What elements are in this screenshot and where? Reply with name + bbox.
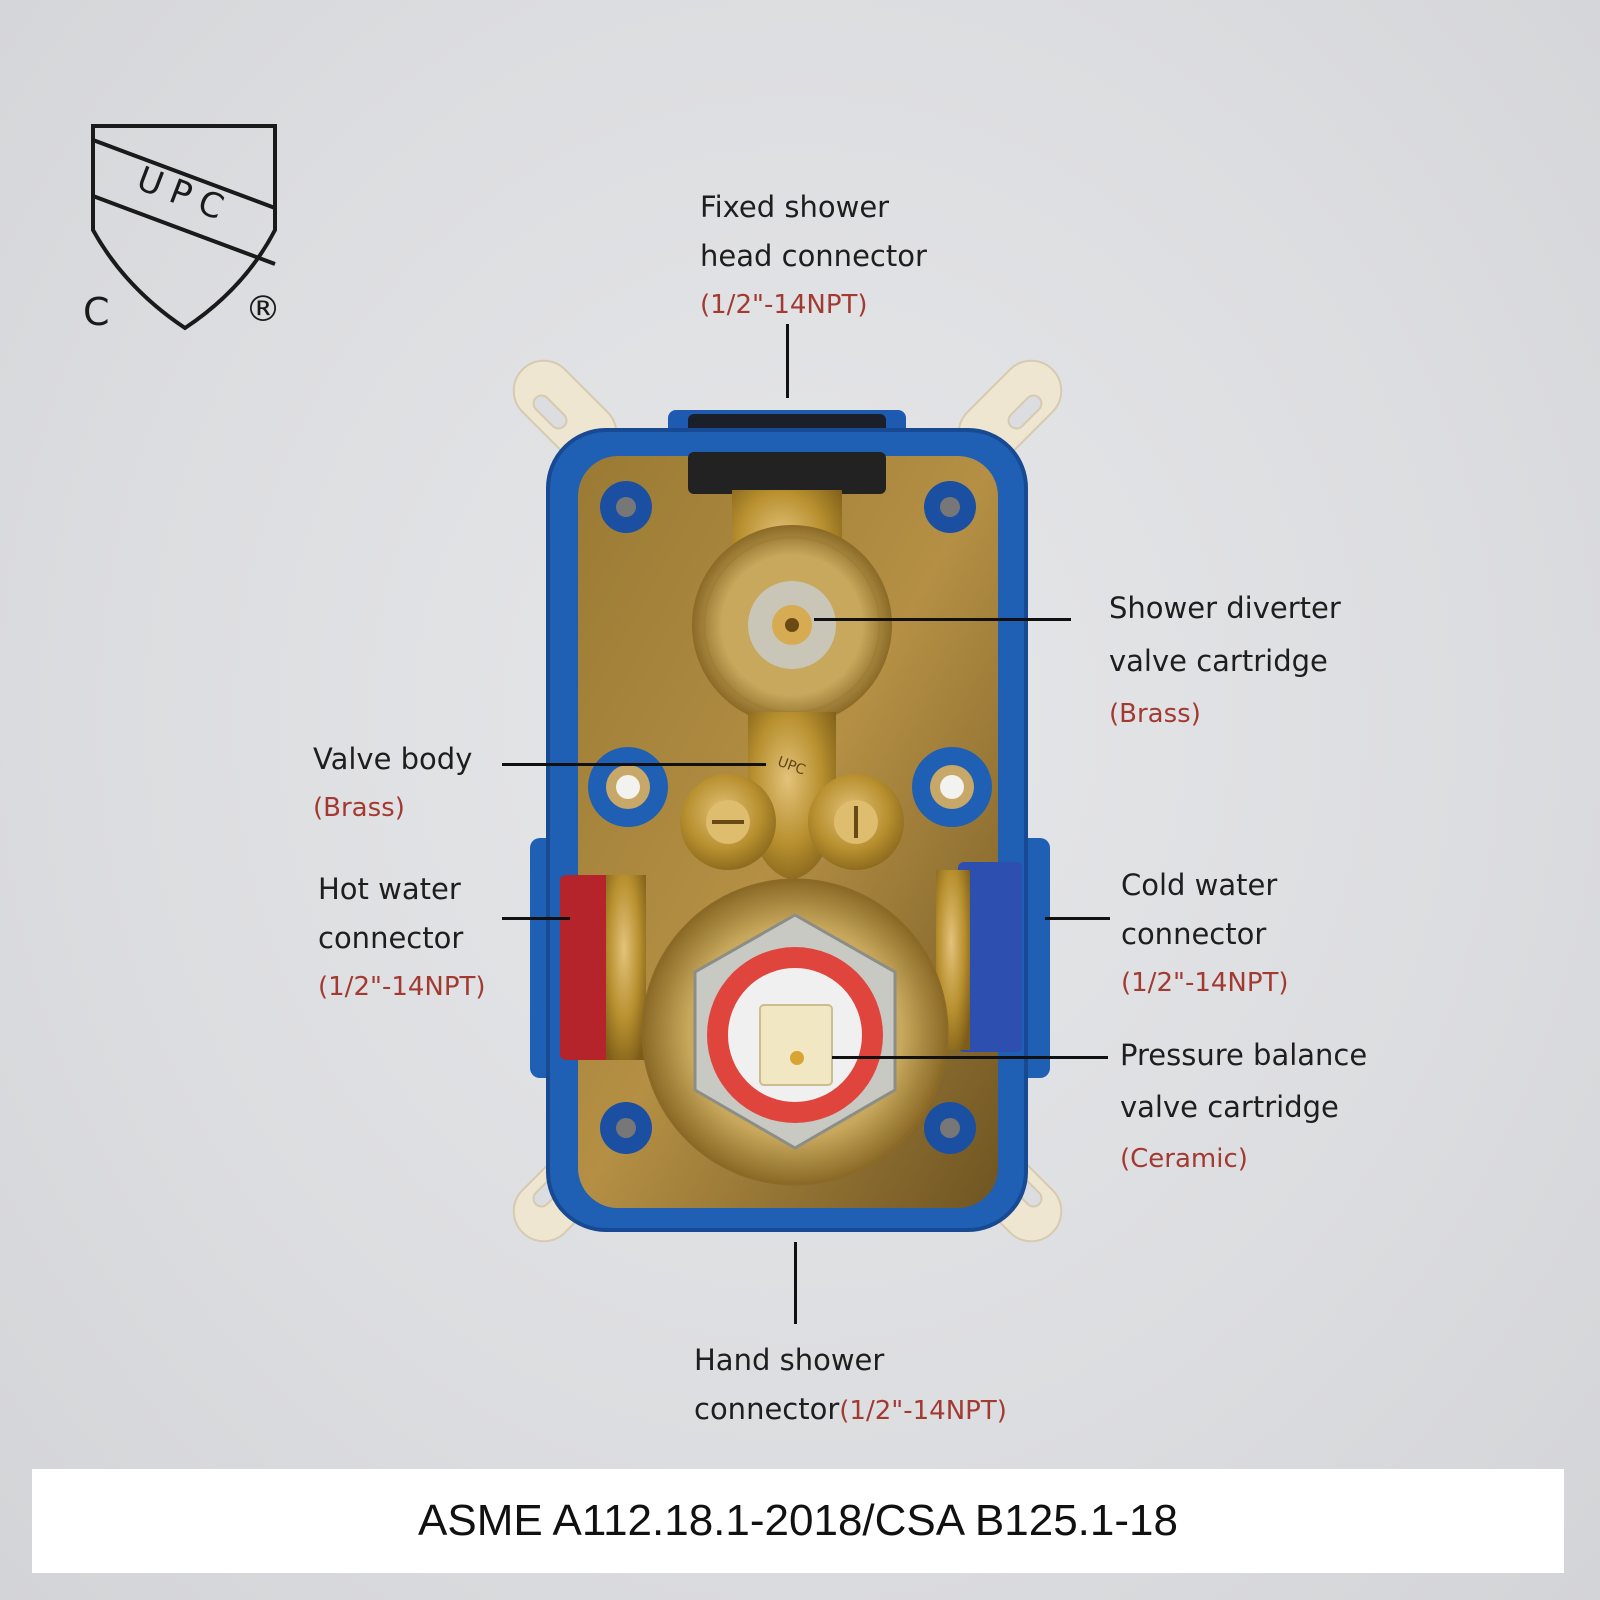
leader-fixed-shower	[786, 324, 789, 398]
upc-band-bottom	[92, 194, 276, 266]
side-mount-holes	[588, 747, 992, 827]
upc-shield-outline	[91, 124, 277, 331]
label-pressure-balance-line2: valve cartridge	[1120, 1090, 1339, 1124]
label-hot-water-line1: Hot water	[318, 872, 461, 906]
leader-hand-shower	[794, 1242, 797, 1324]
leader-pressure-balance	[832, 1056, 1108, 1059]
label-diverter-cartridge: Shower diverter valve cartridge (Brass)	[1109, 582, 1341, 741]
label-hand-shower-line1: Hand shower	[694, 1343, 885, 1377]
label-valve-body: Valve body (Brass)	[313, 735, 472, 833]
label-hot-water-connector: Hot water connector (1/2"-14NPT)	[318, 865, 486, 1012]
upc-c-letter: C	[83, 290, 110, 334]
label-cold-water-line1: Cold water	[1121, 868, 1278, 902]
label-fixed-shower-line2: head connector	[700, 239, 927, 273]
leader-hot-water	[502, 917, 570, 920]
standard-compliance-text: ASME A112.18.1-2018/CSA B125.1-18	[418, 1496, 1178, 1545]
stop-screws	[680, 774, 904, 870]
label-cold-water-connector: Cold water connector (1/2"-14NPT)	[1121, 861, 1289, 1008]
label-hand-shower-connector: Hand shower connector(1/2"-14NPT)	[694, 1336, 1007, 1436]
label-hand-shower-line2: connector	[694, 1392, 840, 1426]
label-fixed-shower-note: (1/2"-14NPT)	[700, 290, 868, 320]
upc-certification-mark: UPC C ®	[83, 124, 281, 334]
hot-water-inlet-plug	[560, 875, 620, 1060]
label-hand-shower-note: (1/2"-14NPT)	[839, 1396, 1007, 1426]
registered-mark: ®	[245, 289, 281, 330]
upc-band-top	[92, 138, 276, 210]
label-valve-body-note: (Brass)	[313, 793, 405, 823]
label-diverter-line1: Shower diverter	[1109, 591, 1341, 625]
leader-diverter	[814, 618, 1071, 621]
label-valve-body-line1: Valve body	[313, 742, 473, 776]
label-hot-water-note: (1/2"-14NPT)	[318, 972, 486, 1002]
label-fixed-shower-line1: Fixed shower	[700, 190, 890, 224]
label-fixed-shower-connector: Fixed shower head connector (1/2"-14NPT)	[700, 183, 927, 330]
label-cold-water-line2: connector	[1121, 917, 1267, 951]
cold-water-inlet-plug	[958, 862, 1022, 1052]
leader-valve-body	[502, 763, 766, 766]
label-diverter-note: (Brass)	[1109, 699, 1201, 729]
label-pressure-balance-note: (Ceramic)	[1120, 1144, 1248, 1174]
pressure-balance-stem	[759, 1004, 833, 1086]
label-pressure-balance-cartridge: Pressure balance valve cartridge (Cerami…	[1120, 1029, 1367, 1185]
leader-cold-water	[1045, 917, 1110, 920]
label-diverter-line2: valve cartridge	[1109, 644, 1328, 678]
label-pressure-balance-line1: Pressure balance	[1120, 1038, 1368, 1072]
label-hot-water-line2: connector	[318, 921, 464, 955]
top-seal	[688, 452, 886, 494]
housing-screws	[600, 481, 976, 1154]
standard-compliance-bar: ASME A112.18.1-2018/CSA B125.1-18	[32, 1469, 1564, 1573]
label-cold-water-note: (1/2"-14NPT)	[1121, 968, 1289, 998]
